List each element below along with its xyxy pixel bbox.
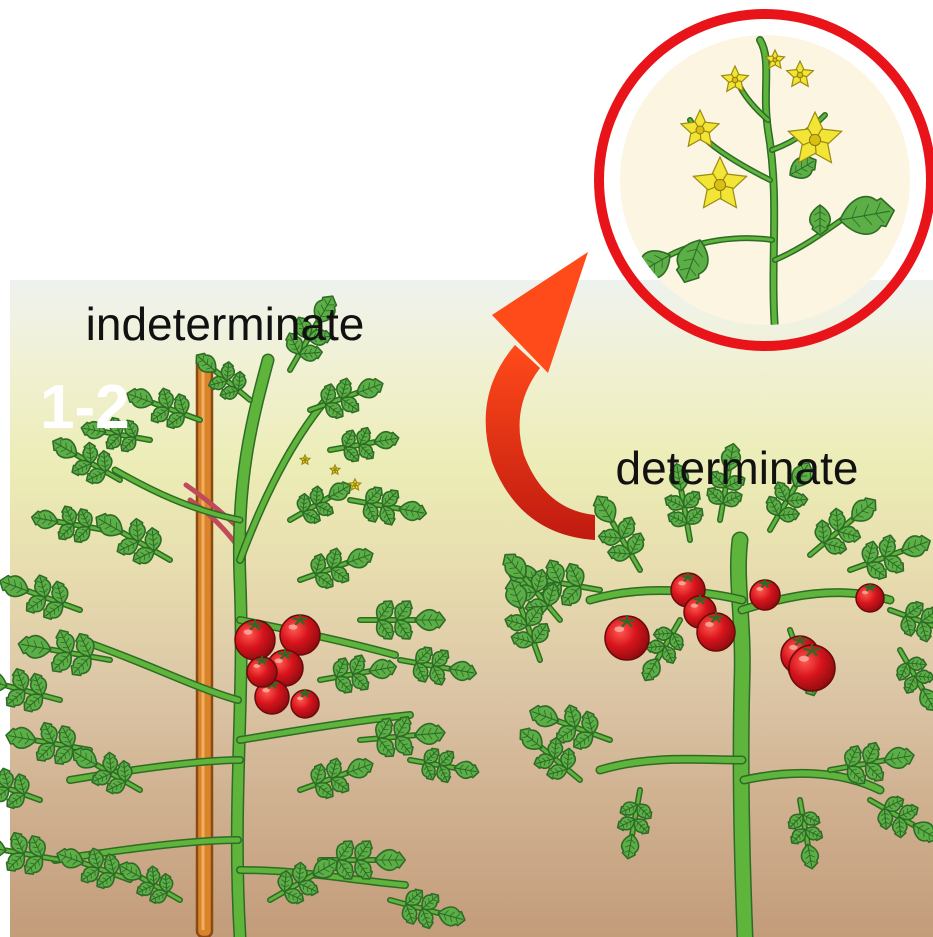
sepal	[794, 639, 800, 640]
sepal	[293, 618, 300, 620]
leaf	[0, 668, 10, 696]
sepal	[682, 576, 688, 577]
sepal	[695, 599, 700, 600]
label-indeterminate: indeterminate	[86, 298, 365, 350]
sepal	[710, 616, 716, 617]
label-determinate: determinate	[616, 442, 859, 494]
tomato-highlight	[614, 626, 624, 632]
flower-inset	[599, 14, 931, 346]
tomato-highlight	[289, 624, 298, 629]
tomato-highlight	[244, 629, 253, 634]
sepal	[248, 623, 255, 625]
tomato-highlight	[799, 656, 809, 662]
label-count: 1-2	[40, 373, 130, 442]
sepal	[257, 660, 262, 661]
sepal	[865, 586, 870, 587]
sepal	[279, 653, 285, 654]
sepal	[300, 692, 305, 693]
sepal	[760, 583, 765, 584]
